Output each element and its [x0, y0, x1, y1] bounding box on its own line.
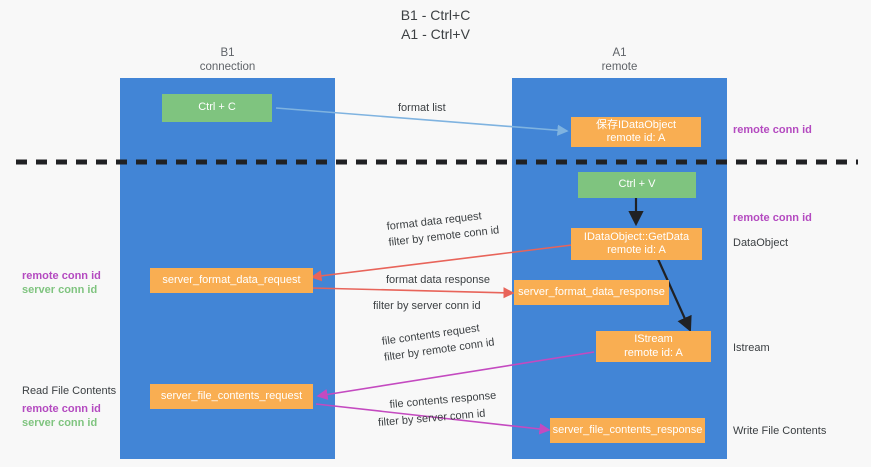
side-label-dataobject: DataObject [733, 237, 789, 249]
filter-key-server-conn-id: server conn id [415, 407, 486, 426]
edge-label-group-format-data-request: format data request filter by remote con… [386, 207, 500, 249]
node-ctrl-v-label: Ctrl + V [618, 178, 656, 191]
side-label-left-remote-conn-id: remote conn id [22, 270, 101, 282]
side-label-remote-conn-id-top: remote conn id [733, 124, 812, 136]
node-server-file-contents-response-label: server_file_contents_response [552, 423, 703, 436]
side-label-read-file-contents: Read File Contents [22, 385, 117, 397]
column-header-b1-name: B1 [220, 47, 235, 59]
column-header-a1: A1 remote [512, 46, 727, 74]
node-server-file-contents-request[interactable]: server_file_contents_request [150, 384, 313, 409]
node-istream[interactable]: IStream remote id: A [596, 331, 711, 362]
node-server-file-contents-request-label: server_file_contents_request [160, 389, 303, 402]
edge-label-group-format-data-response: format data response filter by server co… [373, 273, 490, 313]
node-getdata-line1: IDataObject::GetData [583, 230, 690, 243]
node-server-format-data-response-label: server_format_data_response [518, 285, 665, 298]
node-ctrl-c[interactable]: Ctrl + C [162, 94, 272, 122]
title-line-1: B1 - Ctrl+C [400, 7, 471, 23]
node-istream-line1: IStream [634, 333, 673, 345]
node-ctrl-c-label: Ctrl + C [198, 101, 236, 114]
node-idataobject-line1: 保存IDataObject [595, 118, 677, 131]
filter-key-server-conn-id: server conn id [411, 300, 481, 312]
edge-label-format-data-response-filter: filter by server conn id [373, 299, 490, 313]
filter-prefix: filter by [387, 232, 428, 249]
edge-label-format-list: format list [398, 102, 446, 114]
side-label-istream: Istream [733, 342, 770, 354]
node-ctrl-v[interactable]: Ctrl + V [578, 172, 696, 198]
filter-prefix: filter by [377, 413, 418, 430]
side-label-left-remote-conn-id-2: remote conn id [22, 403, 101, 415]
node-server-format-data-response[interactable]: server_format_data_response [514, 280, 669, 305]
column-header-a1-sub: remote [601, 61, 638, 73]
node-server-format-data-request-label: server_format_data_request [162, 273, 301, 286]
side-label-left-server-conn-id: server conn id [22, 284, 98, 296]
side-label-left-server-conn-id-2: server conn id [22, 417, 98, 429]
column-header-b1-sub: connection [199, 61, 256, 73]
edge-label-group-file-contents-request: file contents request filter by remote c… [381, 320, 495, 365]
node-server-format-data-request[interactable]: server_format_data_request [150, 268, 313, 293]
node-server-file-contents-response[interactable]: server_file_contents_response [550, 418, 705, 443]
side-label-write-file-contents: Write File Contents [733, 425, 827, 437]
filter-prefix: filter by [383, 346, 424, 364]
column-header-a1-name: A1 [612, 47, 627, 59]
side-label-remote-conn-id-mid: remote conn id [733, 212, 812, 224]
node-getdata-line2: remote id: A [607, 244, 666, 256]
node-idataobject-line2: remote id: A [606, 132, 666, 144]
filter-prefix: filter by [373, 300, 412, 312]
edge-label-group-file-contents-response: file contents response filter by server … [378, 389, 498, 429]
column-header-b1: B1 connection [120, 46, 335, 74]
diagram-title: B1 - Ctrl+C A1 - Ctrl+V [0, 6, 871, 44]
edge-label-format-data-response: format data response [386, 274, 490, 286]
node-istream-line2: remote id: A [624, 346, 683, 359]
node-idataobject[interactable]: 保存IDataObject remote id: A [571, 117, 701, 147]
title-line-2: A1 - Ctrl+V [401, 26, 470, 42]
node-idataobject-getdata[interactable]: IDataObject::GetData remote id: A [571, 228, 702, 260]
